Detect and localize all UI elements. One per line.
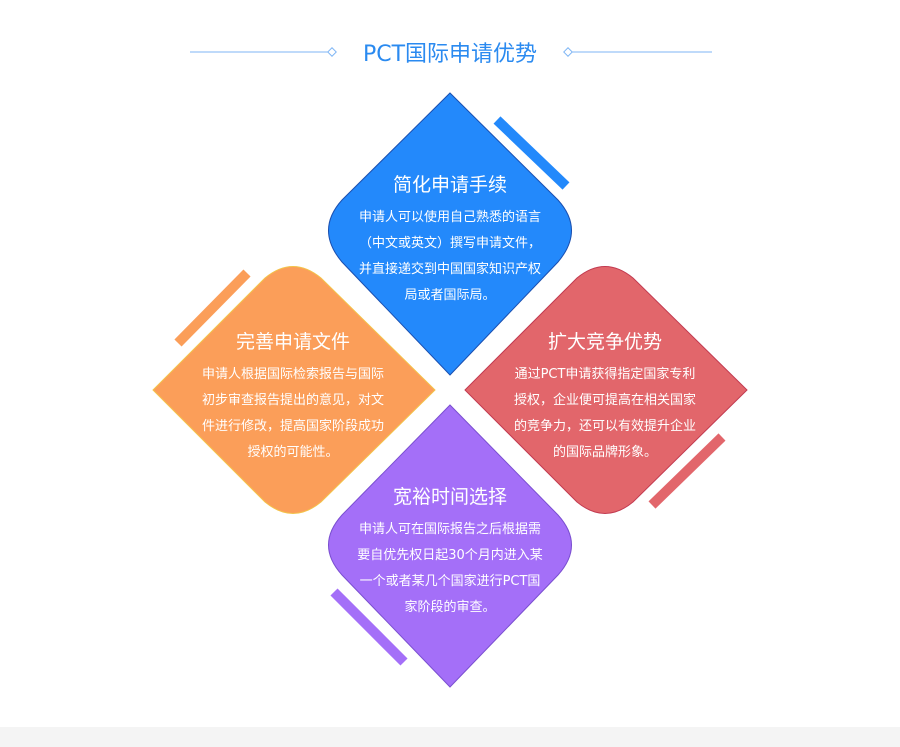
card-title: 简化申请手续 xyxy=(392,174,507,196)
card-title: 完善申请文件 xyxy=(235,331,350,353)
header-decoration xyxy=(190,47,712,57)
card-time: 宽裕时间选择 申请人可在国际报告之后根据需要自优先权日起30个月内进入某一个或者… xyxy=(355,482,545,621)
blue-accent-bar xyxy=(493,116,570,190)
red-accent-bar xyxy=(648,433,726,509)
orange-accent-bar xyxy=(174,269,251,347)
card-title: 扩大竞争优势 xyxy=(547,331,662,353)
page-title: PCT国际申请优势 xyxy=(362,42,538,67)
card-text: 申请人可在国际报告之后根据需要自优先权日起30个月内进入某一个或者某几个国家进行… xyxy=(357,522,543,615)
card-title: 宽裕时间选择 xyxy=(392,486,507,508)
card-text: 申请人根据国际检索报告与国际初步审查报告提出的意见，对文件进行修改，提高国家阶段… xyxy=(201,367,384,460)
purple-accent-bar xyxy=(330,588,408,666)
red-diamond xyxy=(464,266,748,514)
purple-diamond xyxy=(328,404,572,688)
card-text: 申请人可以使用自己熟悉的语言（中文或英文）撰写申请文件，并直接递交到中国国家知识… xyxy=(358,210,541,303)
footer-band xyxy=(0,727,900,747)
blue-diamond xyxy=(328,92,572,376)
card-compete: 扩大竞争优势 通过PCT申请获得指定国家专利授权，企业便可提高在相关国家的竞争力… xyxy=(510,327,700,466)
card-improve: 完善申请文件 申请人根据国际检索报告与国际初步审查报告提出的意见，对文件进行修改… xyxy=(198,327,388,466)
orange-diamond xyxy=(152,266,436,514)
card-text: 通过PCT申请获得指定国家专利授权，企业便可提高在相关国家的竞争力，还可以有效提… xyxy=(513,367,696,460)
card-simplify: 简化申请手续 申请人可以使用自己熟悉的语言（中文或英文）撰写申请文件，并直接递交… xyxy=(355,170,545,309)
